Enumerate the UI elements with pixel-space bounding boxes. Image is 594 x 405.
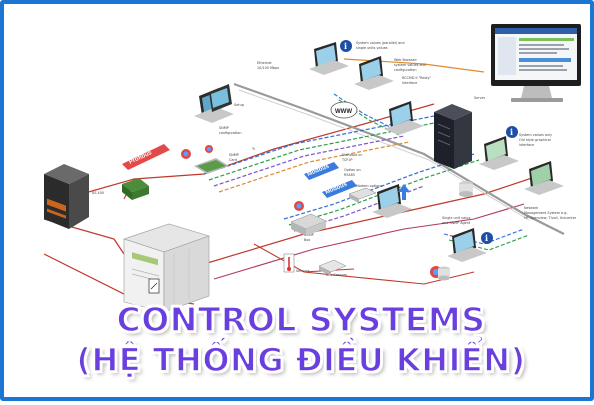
laptop-rccmd <box>384 101 424 135</box>
svg-text:Network: Network <box>524 206 538 210</box>
svg-text:Tr: Tr <box>251 147 256 151</box>
www-label: WWW <box>335 109 352 115</box>
as400-server <box>44 164 89 229</box>
svg-text:Aux Sensors: Aux Sensors <box>326 273 347 277</box>
aux-sensor <box>318 259 347 276</box>
laptop-configuration <box>372 184 412 218</box>
svg-text:Web Browser:: Web Browser: <box>394 58 417 62</box>
svg-text:interface: interface <box>519 143 534 147</box>
svg-text:Management System e.g.: Management System e.g. <box>524 211 568 215</box>
svg-text:RS485: RS485 <box>344 173 355 177</box>
server-tower <box>434 104 472 169</box>
network-lines <box>43 58 565 305</box>
svg-text:TCP-IP: TCP-IP <box>341 158 352 162</box>
svg-text:SNMP: SNMP <box>229 153 239 157</box>
ups-cabinet <box>123 223 210 313</box>
svg-text:AS 400: AS 400 <box>92 191 104 195</box>
svg-text:Option on: Option on <box>344 168 361 172</box>
laptop-snmp-config <box>209 84 232 112</box>
modem <box>348 187 377 203</box>
svg-text:configuration: configuration <box>394 68 417 72</box>
desktop-monitor <box>491 24 581 102</box>
modbus-tag-upper: Modbus <box>304 162 339 180</box>
svg-text:and SNMP Agent: and SNMP Agent <box>442 221 471 225</box>
svg-text:RCCMD II "Relay": RCCMD II "Relay" <box>402 76 431 80</box>
svg-text:i: i <box>510 127 513 137</box>
title-line-2: (HỆ THỐNG ĐIỀU KHIỂN) <box>76 340 526 380</box>
title-line-1: CONTROL SYSTEMS <box>116 299 486 340</box>
svg-text:configuration: configuration <box>219 131 242 135</box>
svg-text:single units values: single units values <box>356 46 388 50</box>
snmp-box <box>290 201 327 236</box>
svg-text:Server: Server <box>474 96 486 100</box>
laptop-system-values: i <box>309 40 352 75</box>
svg-text:10/100 Mbps: 10/100 Mbps <box>257 66 279 70</box>
svg-text:i: i <box>485 233 488 243</box>
laptop-old-style: i <box>479 126 519 170</box>
svg-text:Card: Card <box>229 158 237 162</box>
snmp-card <box>181 145 229 174</box>
svg-text:SNMP: SNMP <box>219 126 229 130</box>
svg-text:Box: Box <box>304 238 310 242</box>
svg-text:system values and: system values and <box>394 63 426 67</box>
svg-text:HP Openview, Tivoli, Unicenter: HP Openview, Tivoli, Unicenter <box>524 216 577 220</box>
svg-text:Interface: Interface <box>402 81 417 85</box>
profibus-card <box>122 178 149 200</box>
svg-text:SNMP: SNMP <box>304 233 314 237</box>
svg-text:Setup: Setup <box>234 103 244 107</box>
svg-text:Modem options: Modem options <box>356 184 382 188</box>
svg-text:Ethernet: Ethernet <box>257 61 272 65</box>
ups-small <box>438 181 473 281</box>
profibus-tag: Profibus <box>122 144 170 170</box>
laptop-single-unit: i <box>430 228 493 278</box>
svg-text:Single unit value: Single unit value <box>442 216 470 220</box>
svg-text:Standard or: Standard or <box>342 153 363 157</box>
laptop-nms <box>524 161 564 195</box>
svg-text:i: i <box>344 41 347 51</box>
temperature-sensor <box>283 253 295 273</box>
svg-text:Old style graphical: Old style graphical <box>519 138 551 142</box>
svg-text:System values only: System values only <box>519 133 552 137</box>
svg-text:Sensors: Sensors <box>296 269 310 273</box>
laptop-web-browser <box>354 56 394 90</box>
svg-text:System values (parallel) and: System values (parallel) and <box>356 41 405 45</box>
www-cloud: WWW <box>330 101 358 119</box>
control-systems-diagram: Ethernet 10/100 Mbps System values (para… <box>43 24 581 313</box>
